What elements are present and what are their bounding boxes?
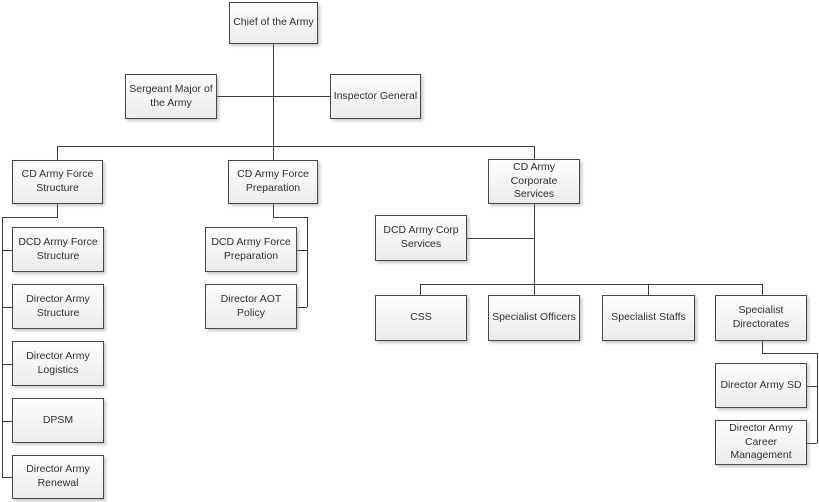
org-node-cd-army-force-preparation[interactable]: CD Army Force Preparation (228, 160, 318, 204)
org-node-dpsm[interactable]: DPSM (12, 398, 104, 443)
org-node-cd-army-corporate-services[interactable]: CD Army Corporate Services (488, 159, 580, 204)
connector-line (57, 146, 535, 147)
org-node-label: Sergeant Major of the Army (129, 82, 213, 109)
connector-line (2, 421, 12, 422)
org-node-director-aot-policy[interactable]: Director AOT Policy (205, 284, 297, 329)
org-node-label: DCD Army Corp Services (383, 224, 459, 250)
connector-line (297, 250, 307, 251)
org-node-label: DCD Army Force Preparation (211, 235, 291, 262)
org-node-label: CSS (410, 311, 432, 324)
connector-line (273, 204, 274, 217)
connector-line (534, 284, 535, 295)
connector-line (2, 364, 12, 365)
connector-line (762, 353, 818, 354)
org-node-dcd-army-corp-services[interactable]: DCD Army Corp Services (375, 215, 467, 261)
org-node-label: CD Army Force Structure (21, 168, 94, 194)
connector-line (273, 44, 274, 146)
connector-line (2, 477, 12, 478)
org-node-director-army-career-management[interactable]: Director Army Career Management (715, 420, 807, 465)
connector-line (2, 307, 12, 308)
org-node-director-army-logistics[interactable]: Director Army Logistics (12, 341, 104, 386)
org-node-inspector-general[interactable]: Inspector General (330, 74, 421, 119)
connector-line (307, 217, 308, 307)
org-node-specialist-officers[interactable]: Specialist Officers (488, 295, 580, 341)
org-node-specialist-staffs[interactable]: Specialist Staffs (602, 295, 695, 341)
connector-line (807, 386, 817, 387)
connector-line (217, 96, 330, 97)
connector-line (273, 146, 274, 160)
org-node-label: Director Army Logistics (26, 349, 90, 376)
org-node-dcd-army-force-preparation[interactable]: DCD Army Force Preparation (205, 227, 297, 272)
connector-line (648, 284, 649, 295)
connector-line (57, 204, 58, 217)
org-node-label: DPSM (42, 413, 74, 426)
org-node-label: Director Army Renewal (26, 463, 90, 489)
org-node-director-army-renewal[interactable]: Director Army Renewal (12, 455, 104, 499)
connector-line (420, 284, 762, 285)
connector-line (817, 353, 818, 443)
org-node-label: Director Army Structure (26, 292, 90, 319)
connector-line (420, 284, 421, 295)
connector-line (534, 146, 535, 159)
connector-line (762, 341, 763, 353)
org-node-chief[interactable]: Chief of the Army (229, 2, 318, 44)
org-node-label: Director Army SD (720, 378, 802, 391)
org-node-label: Specialist Directorates (732, 304, 790, 330)
org-node-css[interactable]: CSS (375, 295, 467, 341)
connector-line (297, 307, 307, 308)
org-node-label: Specialist Officers (492, 311, 576, 324)
org-node-specialist-directorates[interactable]: Specialist Directorates (715, 295, 807, 341)
connector-line (534, 204, 535, 284)
org-node-label: DCD Army Force Structure (18, 235, 98, 262)
org-node-label: Chief of the Army (233, 16, 314, 29)
connector-line (807, 443, 817, 444)
connector-line (2, 217, 3, 477)
org-node-label: CD Army Force Preparation (237, 168, 309, 194)
org-node-label: CD Army Corporate Services (510, 161, 558, 201)
connector-line (762, 284, 763, 295)
org-node-cd-army-force-structure[interactable]: CD Army Force Structure (12, 160, 103, 204)
org-node-label: Director Army Career Management (729, 422, 793, 462)
connector-line (57, 146, 58, 160)
org-node-director-army-sd[interactable]: Director Army SD (715, 363, 807, 408)
org-node-label: Director AOT Policy (220, 292, 282, 319)
org-node-label: Specialist Staffs (611, 311, 686, 324)
org-node-sergeant-major[interactable]: Sergeant Major of the Army (125, 74, 217, 119)
connector-line (273, 217, 308, 218)
org-node-label: Inspector General (333, 89, 418, 102)
org-node-dcd-army-force-structure[interactable]: DCD Army Force Structure (12, 227, 104, 272)
org-node-director-army-structure[interactable]: Director Army Structure (12, 284, 104, 329)
connector-line (2, 217, 58, 218)
connector-line (467, 238, 534, 239)
connector-line (2, 250, 12, 251)
